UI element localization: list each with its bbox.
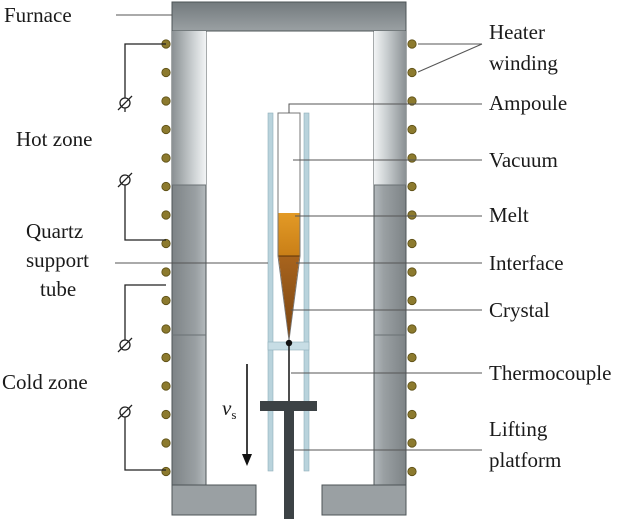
platform-plate (260, 401, 317, 411)
circuit-wire-4 (124, 415, 166, 471)
furnace-right-hot-section (374, 31, 406, 185)
heater-coil-left-13 (161, 381, 171, 391)
circuit-wire-3 (124, 284, 166, 340)
label-lifting-line2: platform (489, 448, 561, 472)
label-quartz-line3: tube (40, 277, 76, 301)
heater-coil-right-5 (407, 153, 417, 163)
circuit-wire-1 (119, 43, 166, 103)
heater-coils-left (161, 39, 171, 477)
velocity-label: vs (222, 396, 236, 422)
heater-coil-right-6 (407, 181, 417, 192)
heater-coil-left-14 (161, 409, 171, 420)
heater-coil-left-10 (161, 295, 171, 306)
label-ampoule: Ampoule (489, 91, 567, 115)
label-quartz-line1: Quartz (26, 219, 83, 243)
heater-coil-right-15 (407, 438, 417, 448)
heater-coil-left-7 (161, 210, 171, 220)
heater-coil-right-11 (407, 324, 417, 334)
label-heater-line1: Heater (489, 20, 545, 44)
furnace-left-hot-section (172, 31, 206, 185)
heater-coil-right-12 (407, 352, 417, 363)
circuit-wire-2 (124, 182, 166, 241)
furnace-bottom-right-plate (321, 484, 407, 516)
heater-coil-left-16 (161, 466, 171, 477)
label-melt: Melt (489, 203, 529, 227)
heater-coil-right-4 (407, 124, 417, 135)
label-crystal: Crystal (489, 298, 550, 322)
labels: Furnace Hot zone Quartz support tube Col… (2, 3, 611, 472)
heater-coil-right-8 (407, 238, 417, 249)
label-lifting-line1: Lifting (489, 417, 548, 441)
melt-region (278, 213, 300, 256)
label-quartz-line2: support (26, 248, 89, 272)
label-cold-zone: Cold zone (2, 370, 88, 394)
velocity-arrow-head (242, 454, 252, 466)
heater-coil-right-2 (407, 67, 417, 78)
heater-coil-right-16 (407, 466, 417, 477)
resistor-slash-3 (117, 337, 133, 353)
heater-coil-right-13 (407, 381, 417, 391)
heater-coil-left-11 (161, 324, 171, 334)
leader-heater-2 (417, 43, 483, 73)
heater-coil-left-12 (161, 352, 171, 363)
lowering-velocity-arrow: vs (222, 364, 252, 466)
heater-coil-left-8 (161, 238, 171, 249)
heater-coil-right-1 (407, 39, 417, 49)
label-furnace: Furnace (4, 3, 72, 27)
resistor-slash-1 (117, 95, 133, 111)
label-interface: Interface (489, 251, 564, 275)
furnace-top-wall (171, 1, 407, 32)
crystal-region (278, 256, 300, 338)
heater-coil-right-10 (407, 295, 417, 306)
label-heater-line2: winding (489, 51, 558, 75)
furnace (171, 1, 407, 516)
heater-coil-right-14 (407, 409, 417, 420)
heater-coil-left-6 (161, 181, 171, 192)
quartz-tube-right-wall (303, 112, 310, 472)
heater-wiring (117, 43, 166, 471)
thermocouple (285, 339, 293, 403)
furnace-bottom-left-plate (171, 484, 257, 516)
leader-lines (115, 14, 483, 451)
heater-coil-left-15 (161, 438, 171, 448)
heater-coils-right (407, 39, 417, 477)
platform-rod (284, 411, 294, 519)
heater-coil-left-5 (161, 153, 171, 163)
ampoule (277, 112, 301, 341)
heater-coil-left-3 (161, 96, 171, 106)
quartz-tube-left-wall (267, 112, 274, 472)
heater-coil-left-4 (161, 124, 171, 135)
lifting-platform (260, 401, 317, 519)
thermocouple-junction (285, 339, 293, 347)
label-thermocouple: Thermocouple (489, 361, 611, 385)
heater-coil-right-9 (407, 267, 417, 277)
heater-coil-right-7 (407, 210, 417, 220)
heater-coil-right-3 (407, 96, 417, 106)
label-hot-zone: Hot zone (16, 127, 92, 151)
resistor-slash-2 (117, 172, 133, 188)
label-vacuum: Vacuum (489, 148, 558, 172)
heater-coil-left-2 (161, 67, 171, 78)
heater-coil-left-9 (161, 267, 171, 277)
leader-ampoule (288, 103, 482, 113)
resistor-slash-4 (117, 404, 133, 420)
